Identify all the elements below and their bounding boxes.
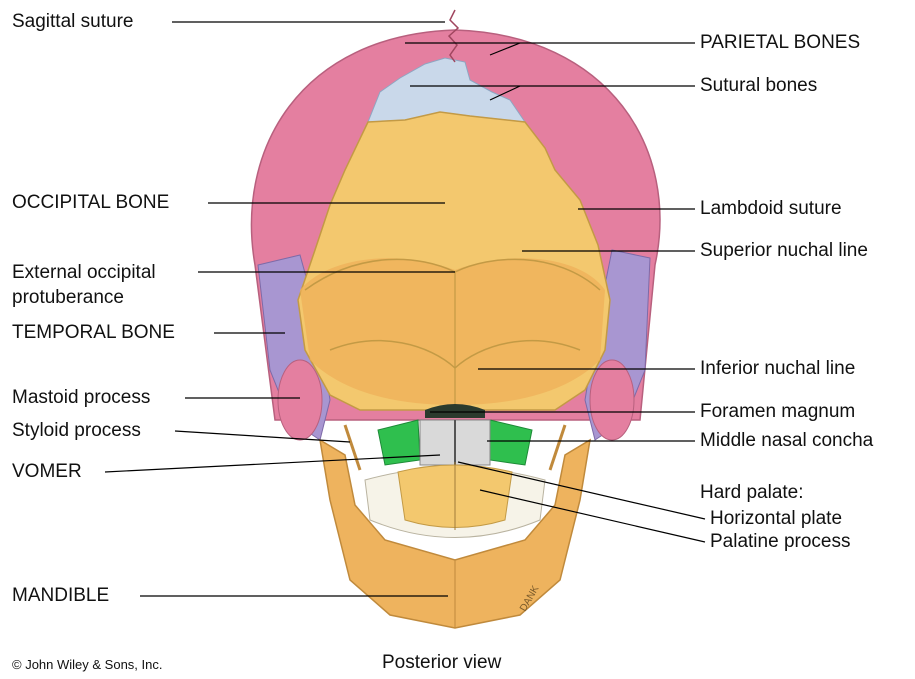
nuchal-region-shape xyxy=(300,258,605,405)
label-foramen-magnum: Foramen magnum xyxy=(700,401,855,423)
label-palatine-process: Palatine process xyxy=(710,531,850,553)
label-parietal-bones: PARIETAL BONES xyxy=(700,32,860,54)
mastoid-right-shape xyxy=(590,360,634,440)
label-mastoid-process: Mastoid process xyxy=(12,387,150,409)
label-vomer: VOMER xyxy=(12,461,82,483)
label-inferior-nuchal-line: Inferior nuchal line xyxy=(700,358,855,380)
mastoid-left-shape xyxy=(278,360,322,440)
label-sagittal-suture: Sagittal suture xyxy=(12,11,133,33)
label-temporal-bone: TEMPORAL BONE xyxy=(12,322,175,344)
label-mandible: MANDIBLE xyxy=(12,585,109,607)
label-lambdoid-suture: Lambdoid suture xyxy=(700,198,842,220)
copyright-text: © John Wiley & Sons, Inc. xyxy=(12,657,162,672)
label-external-occipital-1: External occipital xyxy=(12,262,156,284)
label-middle-nasal-concha: Middle nasal concha xyxy=(700,430,873,452)
label-styloid-process: Styloid process xyxy=(12,420,141,442)
label-hard-palate: Hard palate: xyxy=(700,482,804,504)
label-external-occipital-2: protuberance xyxy=(12,287,124,309)
view-caption: Posterior view xyxy=(382,652,501,674)
label-sutural-bones: Sutural bones xyxy=(700,75,817,97)
label-horizontal-plate: Horizontal plate xyxy=(710,508,842,530)
nasal-concha-right-shape xyxy=(490,420,532,465)
label-occipital-bone: OCCIPITAL BONE xyxy=(12,192,169,214)
label-superior-nuchal-line: Superior nuchal line xyxy=(700,240,868,262)
